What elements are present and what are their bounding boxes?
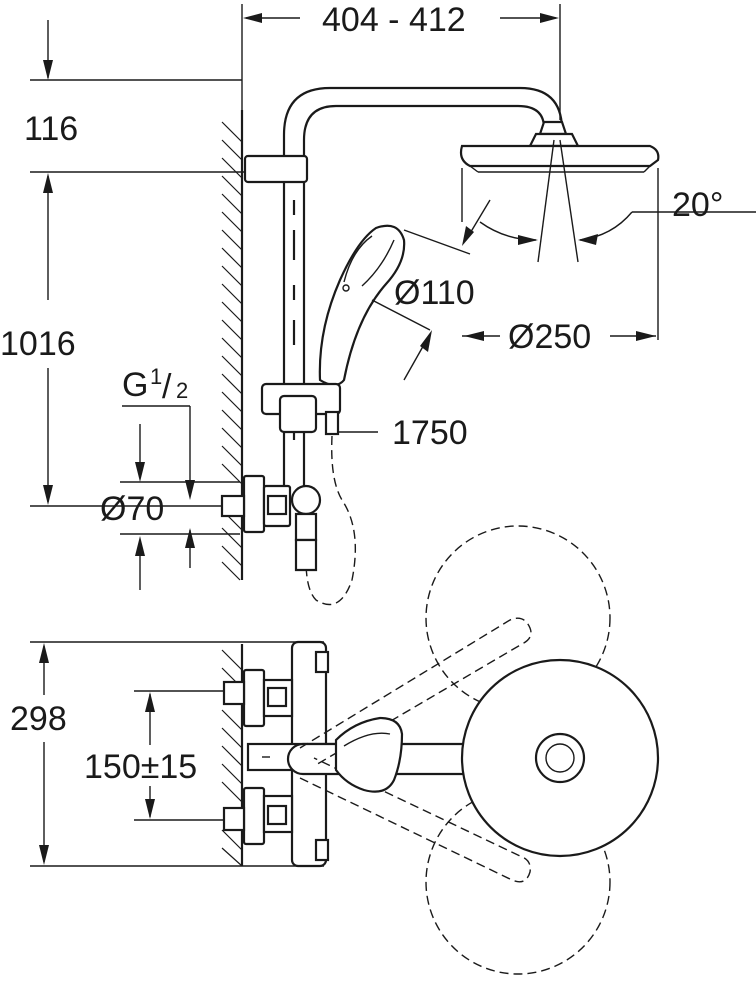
head-shower-top: [460, 658, 660, 858]
top-view: 298 150±15: [10, 525, 660, 975]
top-offset-label: 116: [24, 110, 78, 148]
hose-length-label: 1750: [392, 414, 468, 452]
arm-reach-label: 404 - 412: [322, 1, 466, 39]
wall-bracket-top: [243, 154, 309, 184]
side-view: 404 - 412 116 1016: [0, 1, 756, 606]
mixer-width-label: 298: [10, 700, 67, 738]
mixer-side: [220, 474, 322, 572]
handshower-top: [334, 716, 404, 793]
thread-g-label: G: [122, 366, 148, 404]
shower-hose: [305, 435, 356, 606]
rail-height-label: 1016: [0, 325, 76, 363]
head-shower-side: [459, 144, 660, 173]
thread-numerator: 1: [150, 364, 162, 389]
svg-text:/: /: [162, 368, 172, 406]
thread-denominator: 2: [176, 378, 188, 403]
handshower-diameter-label: Ø110: [394, 274, 475, 312]
headshower-diameter-label: Ø250: [508, 318, 591, 356]
inlet-spacing-label: 150±15: [84, 748, 197, 786]
thermostat-body: [222, 640, 330, 868]
slider-holder: [260, 382, 342, 436]
wall-hatching-lower: [221, 644, 244, 867]
tilt-angle-label: 20°: [672, 186, 723, 224]
rosette-diameter-label: Ø70: [100, 490, 164, 528]
hand-shower: Ø110: [318, 199, 491, 387]
